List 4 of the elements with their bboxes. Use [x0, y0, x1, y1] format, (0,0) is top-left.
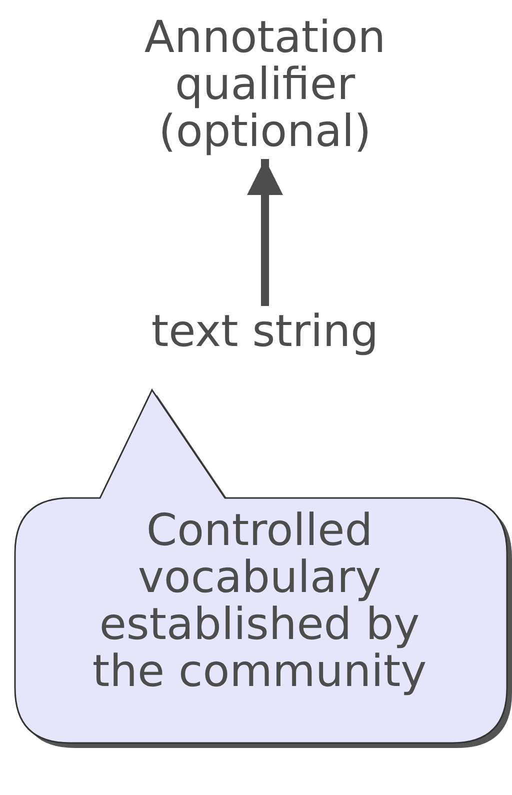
arrow: [247, 159, 283, 306]
callout-text: Controlled vocabulary established by the community: [92, 505, 427, 697]
node-text: text string: [151, 306, 379, 357]
qualifier-text: Annotation qualifier (optional): [144, 12, 386, 157]
